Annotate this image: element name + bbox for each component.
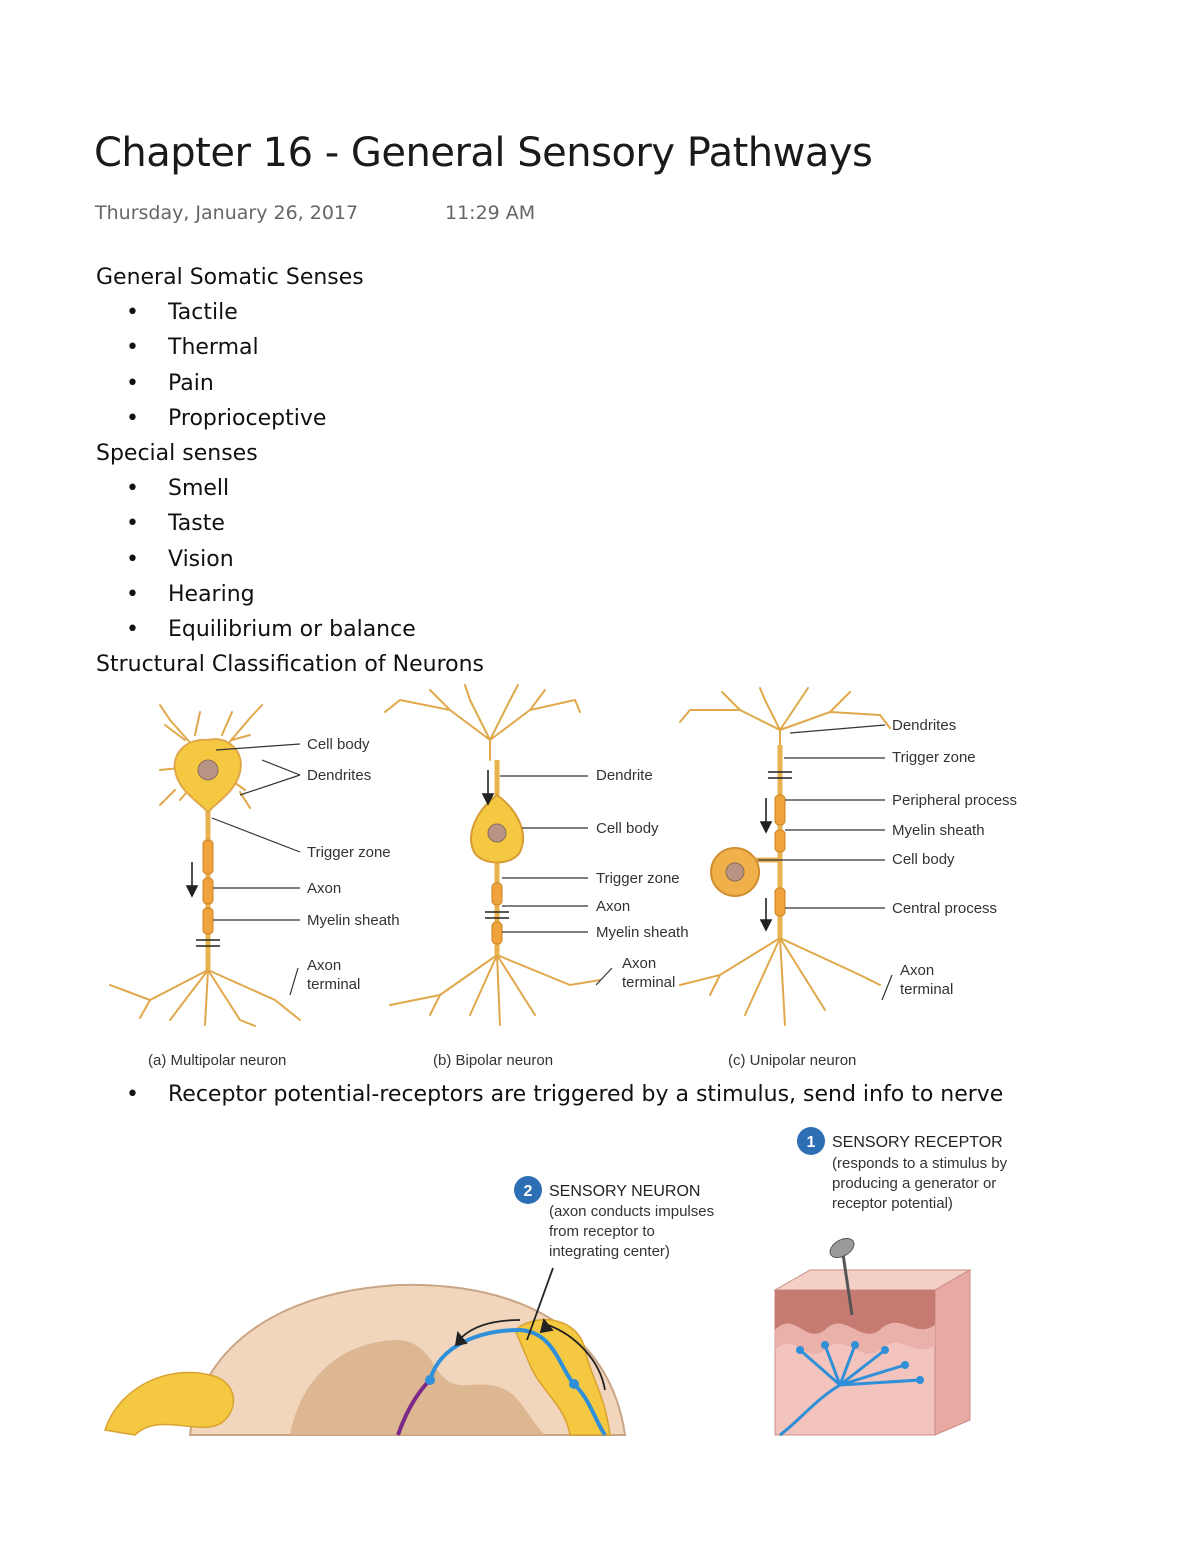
list-item: Tactile bbox=[96, 295, 484, 330]
list-item: Proprioceptive bbox=[96, 401, 484, 436]
label-myelin-c: Myelin sheath bbox=[892, 822, 985, 839]
figure-text: (responds to a stimulus by bbox=[832, 1155, 1008, 1172]
receptor-branches bbox=[779, 1344, 921, 1437]
figure-text: 1 bbox=[807, 1134, 816, 1151]
section-heading-somatic: General Somatic Senses bbox=[96, 265, 364, 290]
caption-bipolar: (b) Bipolar neuron bbox=[433, 1052, 553, 1069]
label-dendrites-a: Dendrites bbox=[307, 767, 371, 784]
label-axon-a: Axon bbox=[307, 880, 341, 897]
unipolar-cell-body bbox=[710, 847, 760, 897]
step-1-badge bbox=[797, 1127, 825, 1155]
spinal-cord bbox=[104, 1283, 627, 1436]
list-item: Hearing bbox=[96, 577, 484, 612]
bipolar-cell-body bbox=[470, 793, 524, 864]
myelin-segment bbox=[202, 907, 214, 935]
page-title: Chapter 16 - General Sensory Pathways bbox=[94, 130, 873, 176]
pin-icon bbox=[829, 1238, 855, 1316]
figure-text: receptor potential) bbox=[832, 1195, 953, 1212]
label-axon-terminal-c-2: terminal bbox=[900, 981, 953, 998]
unipolar-terminals bbox=[679, 937, 881, 1026]
caption-unipolar: (c) Unipolar neuron bbox=[728, 1052, 856, 1069]
label-axon-terminal-b-1: Axon bbox=[622, 955, 656, 972]
label-central-c: Central process bbox=[892, 900, 997, 917]
figure-text: SENSORY NEURON bbox=[549, 1183, 700, 1200]
figure-text: 2 bbox=[524, 1183, 533, 1200]
myelin-segment bbox=[774, 829, 786, 853]
list-item: Taste bbox=[96, 506, 484, 541]
label-dendrite-b: Dendrite bbox=[596, 767, 653, 784]
label-axon-terminal-a-1: Axon bbox=[307, 957, 341, 974]
label-trigger-zone-c: Trigger zone bbox=[892, 749, 976, 766]
myelin-segment bbox=[202, 877, 214, 905]
skin-block bbox=[773, 1269, 972, 1436]
interneuron-path bbox=[396, 1378, 432, 1436]
figure-text: integrating center) bbox=[549, 1243, 670, 1260]
step-1-label: 1 SENSORY RECEPTOR (responds to a stimul… bbox=[797, 1127, 1008, 1212]
figure-text: (axon conducts impulses bbox=[549, 1203, 714, 1220]
list-item: Smell bbox=[96, 471, 484, 506]
neuron-figure: Cell body Dendrites Trigger zone Axon My… bbox=[109, 684, 1017, 1069]
special-list: Smell Taste Vision Hearing Equilibrium o… bbox=[96, 471, 484, 647]
ganglion-dot bbox=[569, 1379, 579, 1389]
label-axon-b: Axon bbox=[596, 898, 630, 915]
list-item: Vision bbox=[96, 542, 484, 577]
label-cell-body-a: Cell body bbox=[307, 736, 370, 753]
list-item: Pain bbox=[96, 366, 484, 401]
bipolar-dendrites bbox=[384, 684, 581, 761]
page-date: Thursday, January 26, 2017 bbox=[95, 202, 359, 224]
receptor-potential-bullet: Receptor potential-receptors are trigger… bbox=[96, 1077, 1003, 1112]
label-trigger-zone-b: Trigger zone bbox=[596, 870, 680, 887]
sensory-neuron-path bbox=[428, 1327, 607, 1437]
multipolar-cell-body bbox=[173, 738, 242, 814]
bipolar-terminals bbox=[389, 954, 601, 1026]
myelin-segment bbox=[774, 794, 786, 826]
label-axon-terminal-b-2: terminal bbox=[622, 974, 675, 991]
myelin-segment bbox=[202, 839, 214, 875]
step-2-label: 2 SENSORY NEURON (axon conducts impulses… bbox=[514, 1176, 714, 1260]
myelin-segment bbox=[774, 887, 786, 917]
step-2-badge bbox=[514, 1176, 542, 1204]
page-time: 11:29 AM bbox=[445, 202, 536, 224]
multipolar-terminals bbox=[109, 969, 301, 1027]
list-item: Equilibrium or balance bbox=[96, 612, 484, 647]
label-axon-terminal-c-1: Axon bbox=[900, 962, 934, 979]
label-peripheral-c: Peripheral process bbox=[892, 792, 1017, 809]
somatic-list: Tactile Thermal Pain Proprioceptive bbox=[96, 295, 484, 436]
label-cell-body-c: Cell body bbox=[892, 851, 955, 868]
notes-body: General Somatic Senses Tactile Thermal P… bbox=[96, 260, 484, 682]
figure-text: from receptor to bbox=[549, 1223, 655, 1240]
label-trigger-zone-a: Trigger zone bbox=[307, 844, 391, 861]
label-axon-terminal-a-2: terminal bbox=[307, 976, 360, 993]
label-myelin-a: Myelin sheath bbox=[307, 912, 400, 929]
figure-text: producing a generator or bbox=[832, 1175, 996, 1192]
unipolar-dendrites bbox=[679, 687, 891, 746]
figure-text: SENSORY RECEPTOR bbox=[832, 1134, 1003, 1151]
myelin-segment bbox=[491, 882, 503, 906]
section-heading-special: Special senses bbox=[96, 441, 258, 467]
section-heading-structural: Structural Classification of Neurons bbox=[96, 652, 484, 678]
label-dendrites-c: Dendrites bbox=[892, 717, 956, 734]
label-myelin-b: Myelin sheath bbox=[596, 924, 689, 941]
list-item: Thermal bbox=[96, 330, 484, 365]
myelin-segment bbox=[491, 921, 503, 945]
label-cell-body-b: Cell body bbox=[596, 820, 659, 837]
caption-multipolar: (a) Multipolar neuron bbox=[148, 1052, 286, 1069]
synapse-dot bbox=[425, 1375, 435, 1385]
